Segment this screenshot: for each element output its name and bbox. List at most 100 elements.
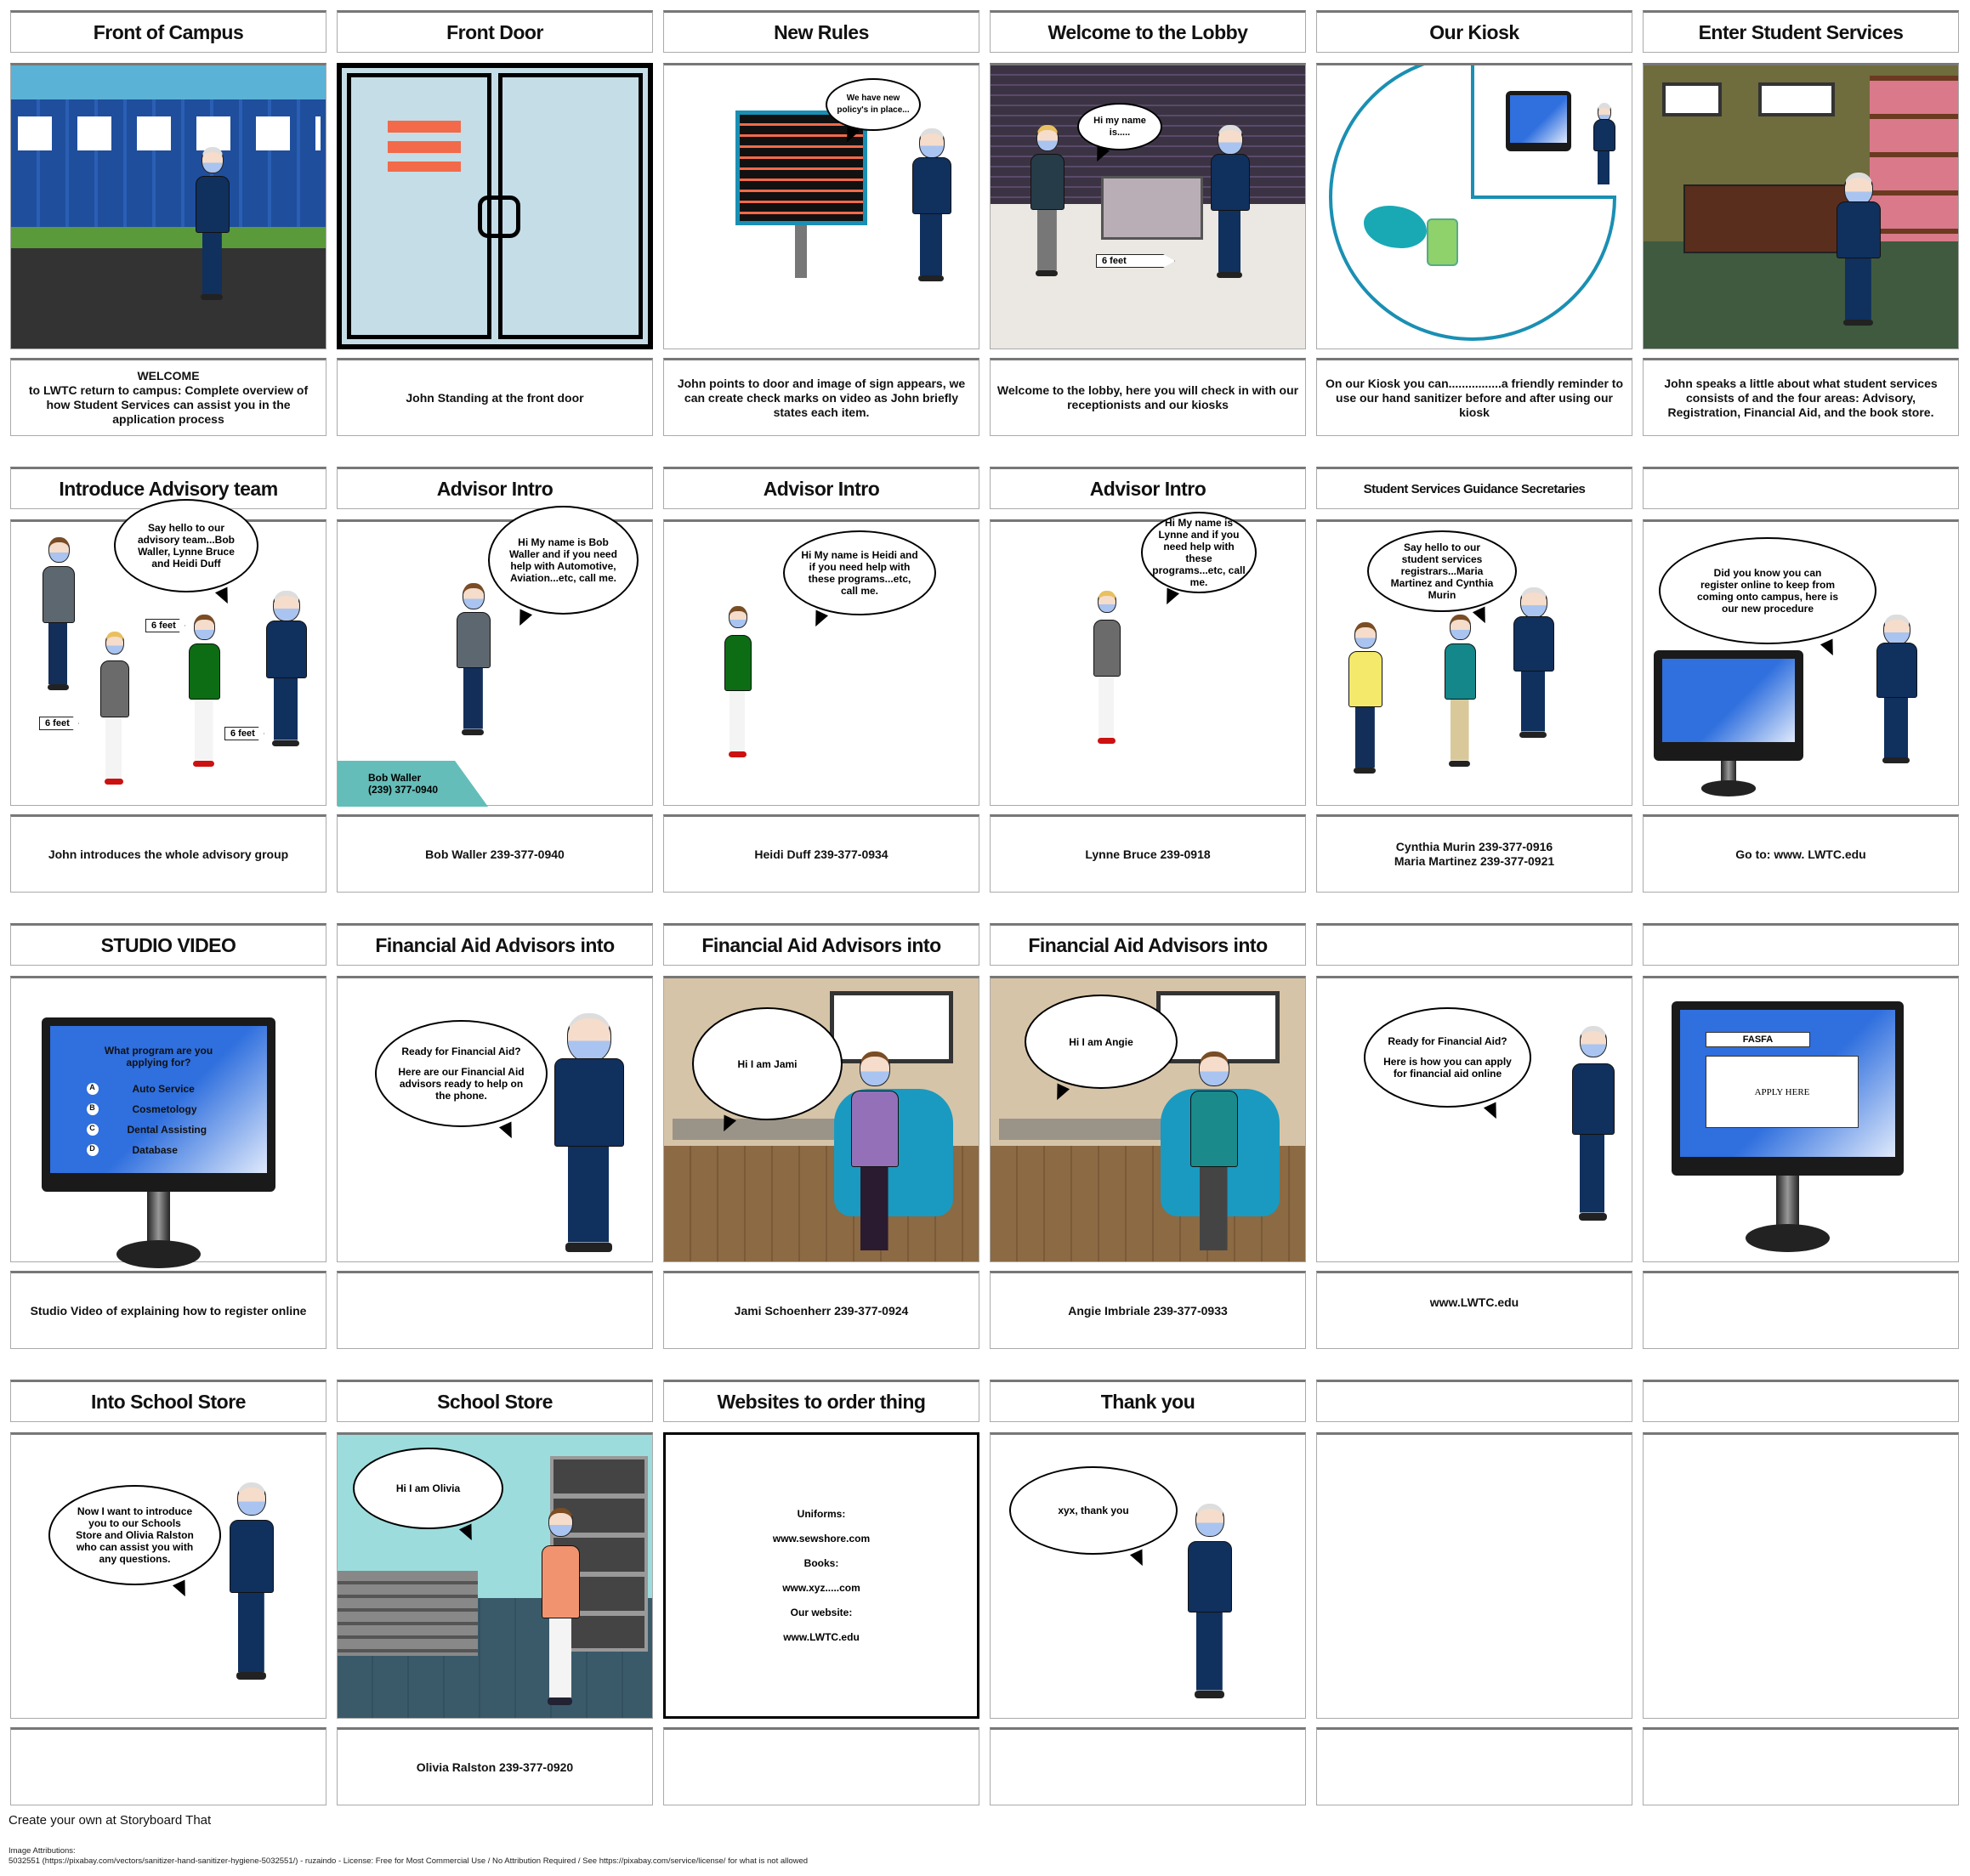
road — [11, 248, 326, 349]
panel-title: Student Services Guidance Secretaries — [1316, 467, 1632, 509]
windows — [18, 116, 321, 150]
office-floor — [1644, 241, 1958, 349]
door-handle — [478, 196, 520, 238]
name-label: Bob Waller (239) 377-0940 — [338, 761, 488, 807]
kiosk-monitor — [1506, 91, 1571, 151]
speech-bubble: Hi I am Jami — [692, 1007, 843, 1120]
label-phone: (239) 377-0940 — [368, 784, 439, 796]
john-character — [1590, 103, 1617, 188]
panel-description: Cynthia Murin 239-377-0916 Maria Martine… — [1316, 814, 1632, 893]
books-link[interactable]: www.xyz.....com — [782, 1582, 860, 1594]
distance-sign: 6 feet — [1096, 254, 1175, 268]
computer-monitor — [1654, 650, 1803, 796]
books-label: Books: — [803, 1557, 839, 1569]
panel-title: Advisor Intro — [337, 467, 653, 509]
apply-here-button[interactable]: APPLY HERE — [1706, 1056, 1859, 1128]
computer-monitor: FASFA APPLY HERE — [1672, 1001, 1904, 1253]
desc-line: Bob Waller 239-377-0940 — [425, 847, 565, 861]
panel-title: Front Door — [337, 10, 653, 53]
panel-description: Studio Video of explaining how to regist… — [10, 1271, 326, 1349]
speech-bubble: Did you know you can register online to … — [1659, 537, 1876, 644]
panel-description: John points to door and image of sign ap… — [663, 358, 979, 436]
desc-line: to LWTC return to campus: Complete overv… — [28, 383, 309, 426]
john-character — [1506, 587, 1560, 738]
right-door — [498, 73, 643, 339]
website-label: Our website: — [790, 1607, 853, 1618]
panel-scene: We have new policy's in place... — [663, 63, 979, 349]
panel-scene — [1643, 63, 1959, 349]
panel-title: Advisor Intro — [990, 467, 1306, 509]
panel-scene — [337, 63, 653, 349]
panel-scene: Hi My name is Lynne and if you need help… — [990, 512, 1306, 806]
panel-scene: Hi I am Jami — [663, 976, 979, 1262]
panel-title: Advisor Intro — [663, 467, 979, 509]
lynne-character — [1088, 591, 1124, 744]
uniforms-link[interactable]: www.sewshore.com — [772, 1533, 871, 1544]
panel-description: Heidi Duff 239-377-0934 — [663, 814, 979, 893]
john-character — [1204, 125, 1255, 278]
wall-frame — [1758, 82, 1835, 116]
maria-character — [1439, 615, 1480, 767]
panel-scene — [1316, 63, 1632, 349]
panel-scene — [1316, 1432, 1632, 1719]
panel-scene: Say hello to our advisory team...Bob Wal… — [10, 499, 326, 806]
desc-line: Maria Martinez 239-377-0921 — [1394, 854, 1555, 868]
whiteboard — [830, 991, 953, 1063]
distance-sign: 6 feet — [145, 619, 185, 632]
storyboard-that-link[interactable]: Create your own at Storyboard That — [9, 1813, 212, 1828]
speech-bubble: Hi My name is Lynne and if you need help… — [1141, 512, 1257, 593]
john-character — [258, 591, 313, 746]
speech-bubble: Hi I am Olivia — [353, 1448, 503, 1529]
speech-bubble: xyx, thank you — [1009, 1466, 1178, 1555]
panel-description: Bob Waller 239-377-0940 — [337, 814, 653, 893]
panel-scene: Say hello to our student services regist… — [1316, 519, 1632, 806]
desc-line: Studio Video of explaining how to regist… — [30, 1303, 307, 1318]
option-key: B — [86, 1103, 99, 1115]
speech-bubble: Ready for Financial Aid? Here are our Fi… — [375, 1020, 548, 1127]
reception-desk — [1101, 176, 1203, 240]
panel-title: Welcome to the Lobby — [990, 10, 1306, 53]
option-key: D — [86, 1144, 99, 1156]
panel-description: John introduces the whole advisory group — [10, 814, 326, 893]
desc-line: www.LWTC.edu — [1429, 1295, 1519, 1309]
panel-description — [990, 1727, 1306, 1805]
bubble-line: Ready for Financial Aid? — [1388, 1035, 1507, 1047]
panel-description: Olivia Ralston 239-377-0920 — [337, 1727, 653, 1805]
desc-line: Angie Imbriale 239-377-0933 — [1068, 1303, 1228, 1318]
attribution-heading: Image Attributions: — [9, 1846, 76, 1856]
panel-scene: Hi my name is..... 6 feet — [990, 63, 1306, 349]
speech-bubble: Say hello to our student services regist… — [1367, 530, 1517, 612]
panel-description — [10, 1727, 326, 1805]
panel-title — [1316, 923, 1632, 966]
desc-line: Lynne Bruce 239-0918 — [1085, 847, 1211, 861]
desc-line: John Standing at the front door — [406, 390, 584, 405]
lynne-character — [95, 632, 133, 785]
john-character — [1869, 615, 1923, 763]
desc-line: John introduces the whole advisory group — [48, 847, 289, 861]
panel-title: Thank you — [990, 1380, 1306, 1422]
desc-line: Olivia Ralston 239-377-0920 — [416, 1760, 574, 1774]
panel-description — [1316, 1727, 1632, 1805]
website-link[interactable]: www.LWTC.edu — [783, 1631, 860, 1643]
john-character — [1179, 1504, 1239, 1698]
panel-description: Angie Imbriale 239-377-0933 — [990, 1271, 1306, 1349]
whiteboard — [1156, 991, 1280, 1063]
panel-description: Lynne Bruce 239-0918 — [990, 814, 1306, 893]
heidi-character — [183, 615, 224, 767]
bob-character — [37, 537, 79, 690]
john-character — [1564, 1026, 1621, 1221]
speech-bubble: We have new policy's in place... — [826, 78, 921, 131]
panel-scene: Ready for Financial Aid? Here is how you… — [1316, 976, 1632, 1262]
john-character — [190, 147, 234, 300]
desc-line: Cynthia Murin 239-377-0916 — [1395, 840, 1553, 853]
desc-line: Go to: www. LWTC.edu — [1735, 847, 1866, 861]
panel-title: Websites to order thing — [663, 1380, 979, 1422]
fasfa-tab[interactable]: FASFA — [1706, 1032, 1810, 1047]
john-character — [906, 128, 957, 281]
